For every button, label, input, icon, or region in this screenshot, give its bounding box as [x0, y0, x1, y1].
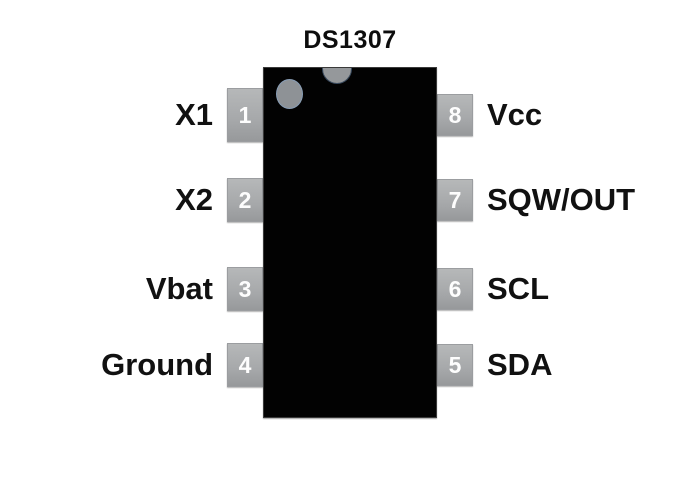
pin-label-ground: Ground: [101, 347, 213, 382]
orientation-notch-icon: [323, 68, 351, 83]
pin1-indicator-dot-icon: [276, 79, 303, 109]
chip-body: [263, 67, 437, 418]
pin-number-badge-5: 5: [437, 344, 473, 386]
pin-number-badge-3: 3: [227, 267, 263, 311]
pin-label-x2: X2: [175, 182, 213, 217]
page-title: DS1307: [303, 26, 397, 54]
pin-number-badge-8: 8: [437, 94, 473, 136]
pin-label-x1: X1: [175, 97, 213, 132]
pin-number-badge-7: 7: [437, 179, 473, 221]
pin-label-scl: SCL: [487, 271, 549, 306]
pin-label-sqw-out: SQW/OUT: [487, 182, 636, 217]
pin-number-badge-6: 6: [437, 268, 473, 310]
pin-label-sda: SDA: [487, 347, 553, 382]
pin-label-vcc: Vcc: [487, 97, 543, 132]
pin-number-badge-2: 2: [227, 178, 263, 222]
pin-number-badge-4: 4: [227, 343, 263, 387]
pin-label-vbat: Vbat: [145, 271, 213, 306]
pin-number-badge-1: 1: [227, 88, 263, 142]
